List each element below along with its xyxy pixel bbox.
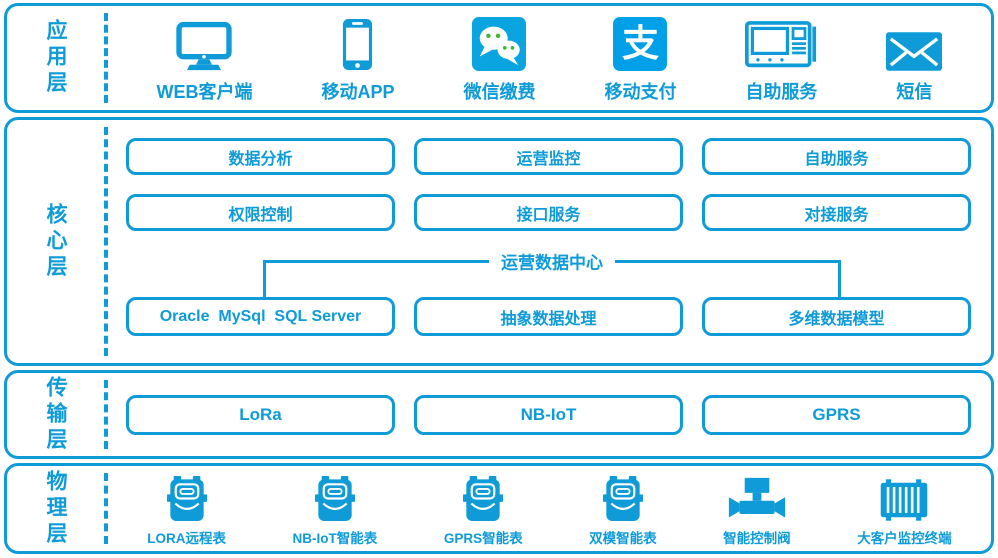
app-item-web-client: WEB客户端 [156,13,252,104]
app-item-sms: 短信 [886,13,943,104]
smartphone-icon [342,13,373,71]
core-box-abstract-processing: 抽象数据处理 [414,297,683,336]
phys-item-gprs-meter: GPRS智能表 [444,471,523,547]
phys-item-control-valve: 智能控制阀 [723,471,791,547]
core-row-2: 权限控制 接口服务 对接服务 [126,194,971,231]
physical-layer-label: 物理层 [44,469,67,548]
control-valve-icon [728,471,786,521]
transport-layer: 传输层 LoRa NB-IoT GPRS [4,370,994,459]
core-box-multidim-model: 多维数据模型 [702,297,971,336]
phys-item-monitoring-terminal: 大客户监控终端 [857,471,952,547]
core-box-data-analysis: 数据分析 [126,138,395,175]
monitoring-terminal-icon [879,471,929,521]
app-item-label: 微信缴费 [463,81,536,102]
phys-item-dualmode-meter: 双模智能表 [589,471,657,547]
phys-item-label: 大客户监控终端 [857,530,952,546]
bracket-drop-left [263,260,266,298]
dashed-divider [104,380,108,449]
phys-item-label: GPRS智能表 [443,530,523,546]
core-row-3: Oracle MySql SQL Server 抽象数据处理 多维数据模型 [126,297,971,336]
app-item-mobile-payment: 支 移动支付 [604,13,676,104]
physical-layer: 物理层 [4,463,994,554]
dashed-divider [104,127,108,356]
desktop-monitor-icon [175,13,233,71]
core-layer: 核心层 数据分析 运营监控 自助服务 权限控制 接口服务 对接服务 运营数据中心 [4,117,994,366]
alipay-icon: 支 [613,13,668,71]
data-center-bracket: 运营数据中心 [263,248,841,298]
phys-item-label: 双模智能表 [589,530,657,546]
core-row-1: 数据分析 运营监控 自助服务 [126,138,971,175]
app-item-label: WEB客户端 [156,81,253,102]
core-layer-label: 核心层 [44,202,67,281]
app-item-wechat-pay: 微信缴费 [463,13,535,104]
transport-layer-label: 传输层 [44,375,67,454]
physical-items: LORA远程表 [108,466,991,551]
application-layer-label: 应用层 [44,19,67,97]
phys-item-label: LORA远程表 [147,530,227,546]
sms-envelope-icon [886,13,943,71]
smart-meter-icon [314,471,355,521]
core-box-ops-monitoring: 运营监控 [414,138,683,175]
app-item-mobile-app: 移动APP [321,13,394,104]
app-item-label: 短信 [896,81,933,102]
transport-box-nbiot: NB-IoT [414,394,683,435]
core-box-interface-service: 接口服务 [414,194,683,231]
app-item-label: 移动支付 [604,81,677,102]
smart-meter-icon [602,471,643,521]
wechat-icon [472,13,527,71]
core-box-docking-service: 对接服务 [702,194,971,231]
phys-item-label: NB-IoT智能表 [292,530,378,546]
transport-row: LoRa NB-IoT GPRS [108,373,991,456]
phys-item-nbiot-meter: NB-IoT智能表 [292,471,378,547]
transport-box-gprs: GPRS [702,394,971,435]
core-box-self-service: 自助服务 [702,138,971,175]
data-center-label: 运营数据中心 [489,248,615,274]
app-item-label: 移动APP [321,81,395,102]
application-items: WEB客户端 移动APP [108,6,991,110]
dashed-divider [104,473,108,544]
phys-item-lora-meter: LORA远程表 [147,471,226,547]
transport-box-lora: LoRa [126,394,395,435]
dashed-divider [104,13,108,103]
core-box-permission-control: 权限控制 [126,194,395,231]
app-item-label: 自助服务 [745,81,818,102]
phys-item-label: 智能控制阀 [723,530,791,546]
smart-meter-icon [166,471,207,521]
core-box-databases: Oracle MySql SQL Server [126,297,395,336]
self-service-terminal-icon [745,13,817,71]
app-item-self-service: 自助服务 [745,13,817,104]
application-layer: 应用层 WEB客户端 [4,3,994,113]
smart-meter-icon [463,471,504,521]
bracket-drop-right [838,260,841,298]
